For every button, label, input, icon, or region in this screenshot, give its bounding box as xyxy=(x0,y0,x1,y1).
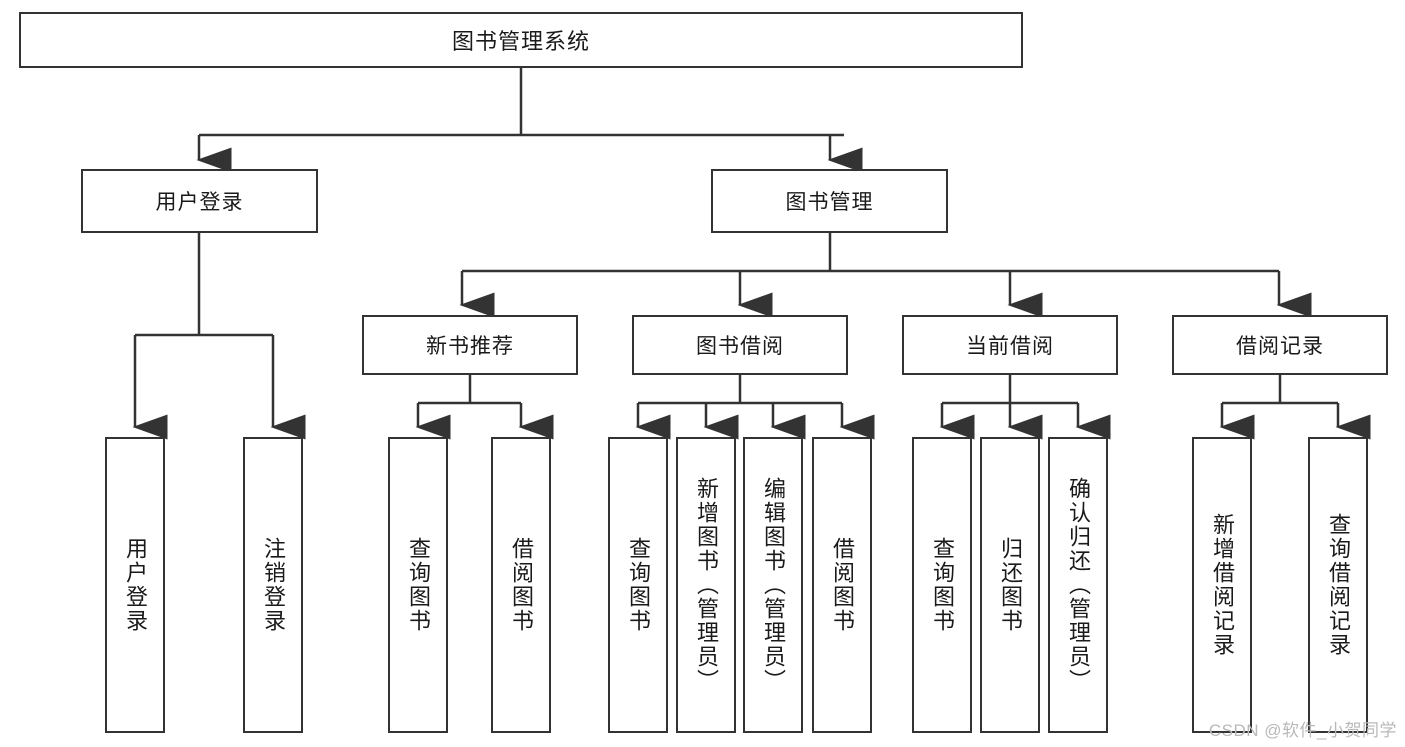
leaf-record-add-record[interactable]: 新增借阅记录 xyxy=(1192,437,1252,733)
node-label: 查询借阅记录 xyxy=(1325,513,1351,657)
node-book-borrow[interactable]: 图书借阅 xyxy=(632,315,848,375)
node-label: 图书管理 xyxy=(785,191,874,214)
leaf-borrow-query-book[interactable]: 查询图书 xyxy=(608,437,668,733)
node-label: 用户登录 xyxy=(122,537,148,633)
node-root-system[interactable]: 图书管理系统 xyxy=(19,12,1023,68)
leaf-recommend-query-book[interactable]: 查询图书 xyxy=(388,437,448,733)
node-label: 用户登录 xyxy=(155,191,244,214)
node-label: 当前借阅 xyxy=(966,335,1054,358)
node-label: 注销登录 xyxy=(260,537,286,633)
csdn-watermark: CSDN @软件_小贺同学 xyxy=(1208,721,1397,740)
node-book-management[interactable]: 图书管理 xyxy=(711,169,948,233)
node-label: 借阅记录 xyxy=(1236,335,1324,358)
leaf-user-login-login[interactable]: 用户登录 xyxy=(105,437,165,733)
node-label: 借阅图书 xyxy=(508,537,534,633)
leaf-record-query-record[interactable]: 查询借阅记录 xyxy=(1308,437,1368,733)
node-label: 编辑图书（管理员） xyxy=(760,477,786,693)
node-label: 归还图书 xyxy=(997,537,1023,633)
leaf-recommend-borrow-book[interactable]: 借阅图书 xyxy=(491,437,551,733)
leaf-current-return-book[interactable]: 归还图书 xyxy=(980,437,1040,733)
leaf-current-query-book[interactable]: 查询图书 xyxy=(912,437,972,733)
node-label: 新增借阅记录 xyxy=(1209,513,1235,657)
leaf-current-confirm-return-admin[interactable]: 确认归还（管理员） xyxy=(1048,437,1108,733)
node-label: 查询图书 xyxy=(405,537,431,633)
leaf-user-login-logout[interactable]: 注销登录 xyxy=(243,437,303,733)
leaf-borrow-edit-book-admin[interactable]: 编辑图书（管理员） xyxy=(743,437,803,733)
node-borrow-record[interactable]: 借阅记录 xyxy=(1172,315,1388,375)
node-label: 图书借阅 xyxy=(696,335,784,358)
node-label: 确认归还（管理员） xyxy=(1065,477,1091,693)
node-label: 新书推荐 xyxy=(426,335,514,358)
node-label: 新增图书（管理员） xyxy=(693,477,719,693)
node-label: 查询图书 xyxy=(929,537,955,633)
node-label: 图书管理系统 xyxy=(451,29,590,54)
node-new-book-recommend[interactable]: 新书推荐 xyxy=(362,315,578,375)
node-current-borrow[interactable]: 当前借阅 xyxy=(902,315,1118,375)
node-user-login[interactable]: 用户登录 xyxy=(81,169,318,233)
leaf-borrow-add-book-admin[interactable]: 新增图书（管理员） xyxy=(676,437,736,733)
node-label: 查询图书 xyxy=(625,537,651,633)
node-label: 借阅图书 xyxy=(829,537,855,633)
leaf-borrow-borrow-book[interactable]: 借阅图书 xyxy=(812,437,872,733)
